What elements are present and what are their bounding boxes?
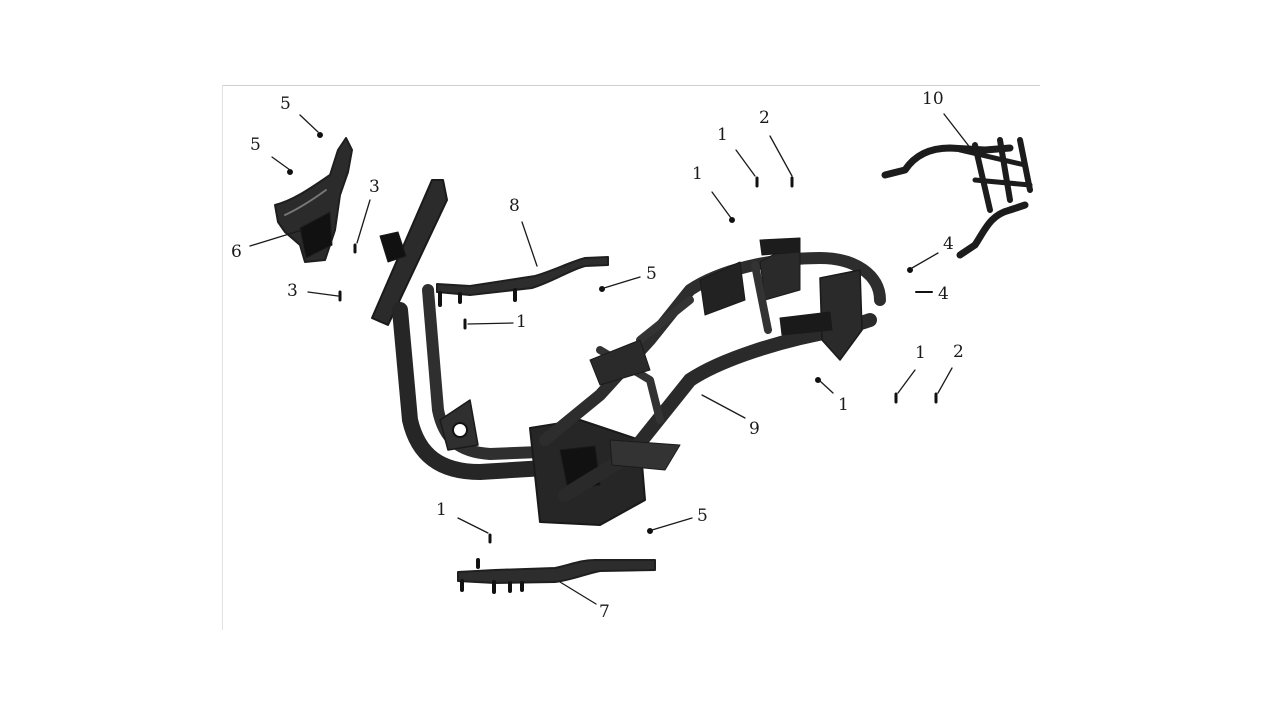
callout-1-top-left: 1: [692, 164, 703, 184]
part-6-front-bracket: [274, 137, 353, 263]
callout-3-lower: 3: [287, 281, 298, 301]
part-8-upper-rail: [436, 256, 609, 307]
leader-lines: [249, 113, 976, 605]
callout-1-mid-left: 1: [516, 312, 527, 332]
callout-10: 10: [922, 89, 944, 109]
callout-5-bottom: 5: [697, 506, 708, 526]
callout-2-right: 2: [953, 342, 964, 362]
callout-9: 9: [749, 419, 760, 439]
part-10-rear-carrier: [881, 137, 1033, 259]
callout-5-top: 5: [280, 94, 291, 114]
callout-2-top: 2: [759, 108, 770, 128]
diagram-border-top: [222, 85, 1040, 86]
callout-1-center-right: 1: [838, 395, 849, 415]
callout-6: 6: [231, 242, 242, 262]
callout-5-left: 5: [250, 135, 261, 155]
callout-7: 7: [599, 602, 610, 622]
part-9-main-frame: [371, 179, 886, 526]
callout-1-bottom: 1: [436, 500, 447, 520]
fasteners: [287, 132, 938, 544]
diagram-border-left: [222, 85, 223, 630]
callout-4-upper: 4: [943, 234, 954, 254]
callout-5-mid: 5: [646, 264, 657, 284]
callout-1-right: 1: [915, 343, 926, 363]
callout-1-top-center: 1: [717, 125, 728, 145]
callout-3-upper: 3: [369, 177, 380, 197]
callout-8: 8: [509, 196, 520, 216]
callout-4-lower: 4: [938, 284, 949, 304]
part-7-lower-rail: [457, 558, 656, 594]
